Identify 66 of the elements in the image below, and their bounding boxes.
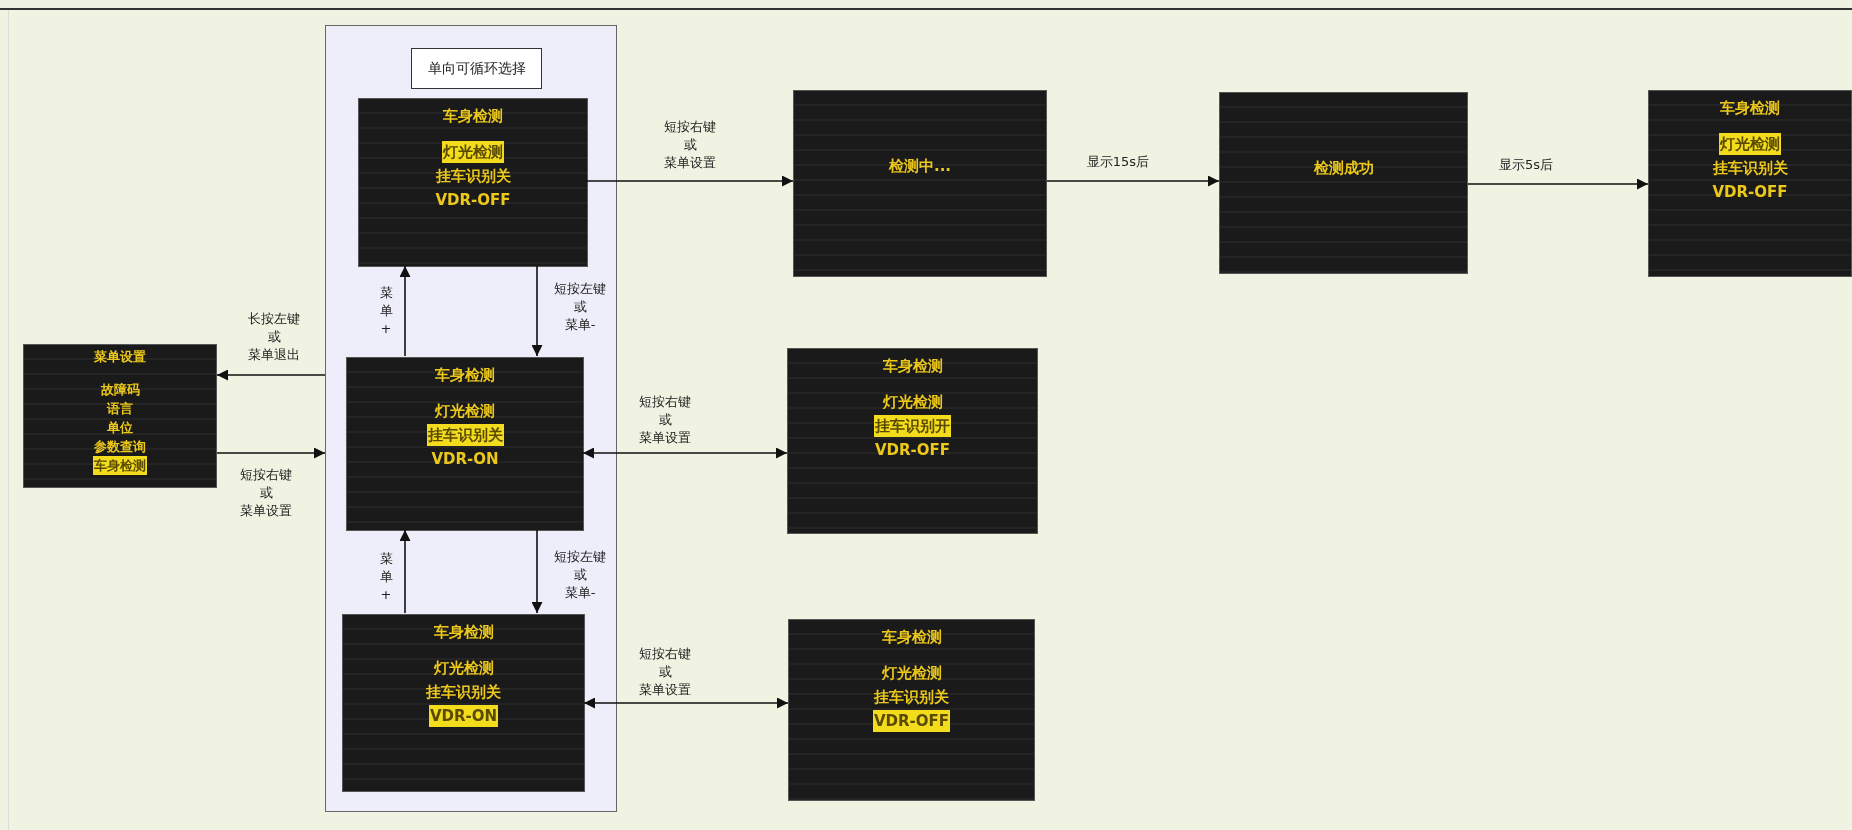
- menu-item: 参数查询: [94, 438, 146, 456]
- screen-text: 检测中...: [888, 156, 952, 177]
- menu-item: 挂车识别关: [874, 687, 949, 708]
- screen-title: 菜单设置: [94, 348, 146, 366]
- screen-title: 车身检测: [882, 356, 943, 377]
- edge-label: 显示15s后: [1085, 153, 1151, 171]
- menu-item: 单位: [107, 419, 133, 437]
- menu-item: 挂车识别关: [1712, 158, 1788, 179]
- screen-title: 车身检测: [433, 622, 494, 643]
- arrow: [399, 265, 411, 357]
- highlighted-menu-item: 灯光检测: [1719, 133, 1781, 155]
- highlighted-menu-item: 挂车识别关: [426, 424, 504, 446]
- display-screen: [358, 98, 588, 267]
- highlighted-menu-item: 挂车识别开: [874, 415, 951, 437]
- screen-title: 车身检测: [443, 106, 503, 127]
- edge-label: 短按右键或菜单设置: [663, 118, 717, 172]
- display-screen: [342, 614, 585, 792]
- menu-item: VDR-OFF: [1712, 182, 1788, 203]
- arrow: [531, 265, 543, 357]
- edge-label: 长按左键或菜单退出: [247, 310, 301, 364]
- arrow: [216, 369, 326, 381]
- arrow: [531, 529, 543, 614]
- screen-title: 车身检测: [435, 365, 495, 386]
- arrow: [1046, 175, 1220, 187]
- arrow: [582, 447, 788, 459]
- menu-item: 挂车识别关: [435, 166, 511, 187]
- screen-title: 车身检测: [1720, 98, 1780, 119]
- screen-title: 车身检测: [881, 627, 942, 648]
- title-box: [411, 48, 542, 89]
- menu-item: VDR-OFF: [435, 190, 511, 211]
- highlighted-menu-item: 灯光检测: [442, 141, 504, 163]
- menu-item: 灯光检测: [433, 658, 494, 679]
- edge-label: 短按右键或菜单设置: [638, 645, 692, 699]
- edge-label: 短按左键或菜单-: [553, 280, 607, 334]
- edge-label: 菜单+: [379, 284, 393, 339]
- menu-item: 灯光检测: [881, 663, 942, 684]
- display-screen: [1648, 90, 1852, 277]
- arrow: [399, 529, 411, 614]
- edge-label: 短按左键或菜单-: [553, 548, 607, 602]
- arrow: [216, 447, 326, 459]
- menu-item: 语言: [107, 400, 133, 418]
- edge-label: 短按右键或菜单设置: [638, 393, 692, 447]
- menu-item: 故障码: [100, 381, 140, 399]
- arrow: [583, 697, 789, 709]
- edge-label: 显示5s后: [1497, 156, 1554, 174]
- menu-item: VDR-OFF: [874, 440, 951, 461]
- highlighted-menu-item: 车身检测: [93, 456, 147, 475]
- display-screen: [787, 348, 1038, 534]
- menu-item: 灯光检测: [882, 392, 943, 413]
- display-screen: [1219, 92, 1468, 274]
- menu-item: 挂车识别关: [426, 682, 501, 703]
- display-screen: [793, 90, 1047, 277]
- highlighted-menu-item: VDR-OFF: [872, 710, 951, 732]
- menu-item: 灯光检测: [435, 401, 495, 422]
- arrow: [1467, 178, 1649, 190]
- edge-label: 菜单+: [379, 550, 393, 605]
- screen-text: 检测成功: [1313, 158, 1374, 179]
- menu-item: VDR-ON: [431, 449, 499, 470]
- title-text: 单向可循环选择: [427, 59, 526, 78]
- display-screen: [346, 357, 584, 531]
- group-panel: [325, 25, 617, 812]
- highlighted-menu-item: VDR-ON: [428, 705, 499, 727]
- edge-label: 短按右键或菜单设置: [239, 466, 293, 520]
- display-screen: [788, 619, 1035, 801]
- display-screen: [23, 344, 217, 488]
- arrow: [586, 175, 794, 187]
